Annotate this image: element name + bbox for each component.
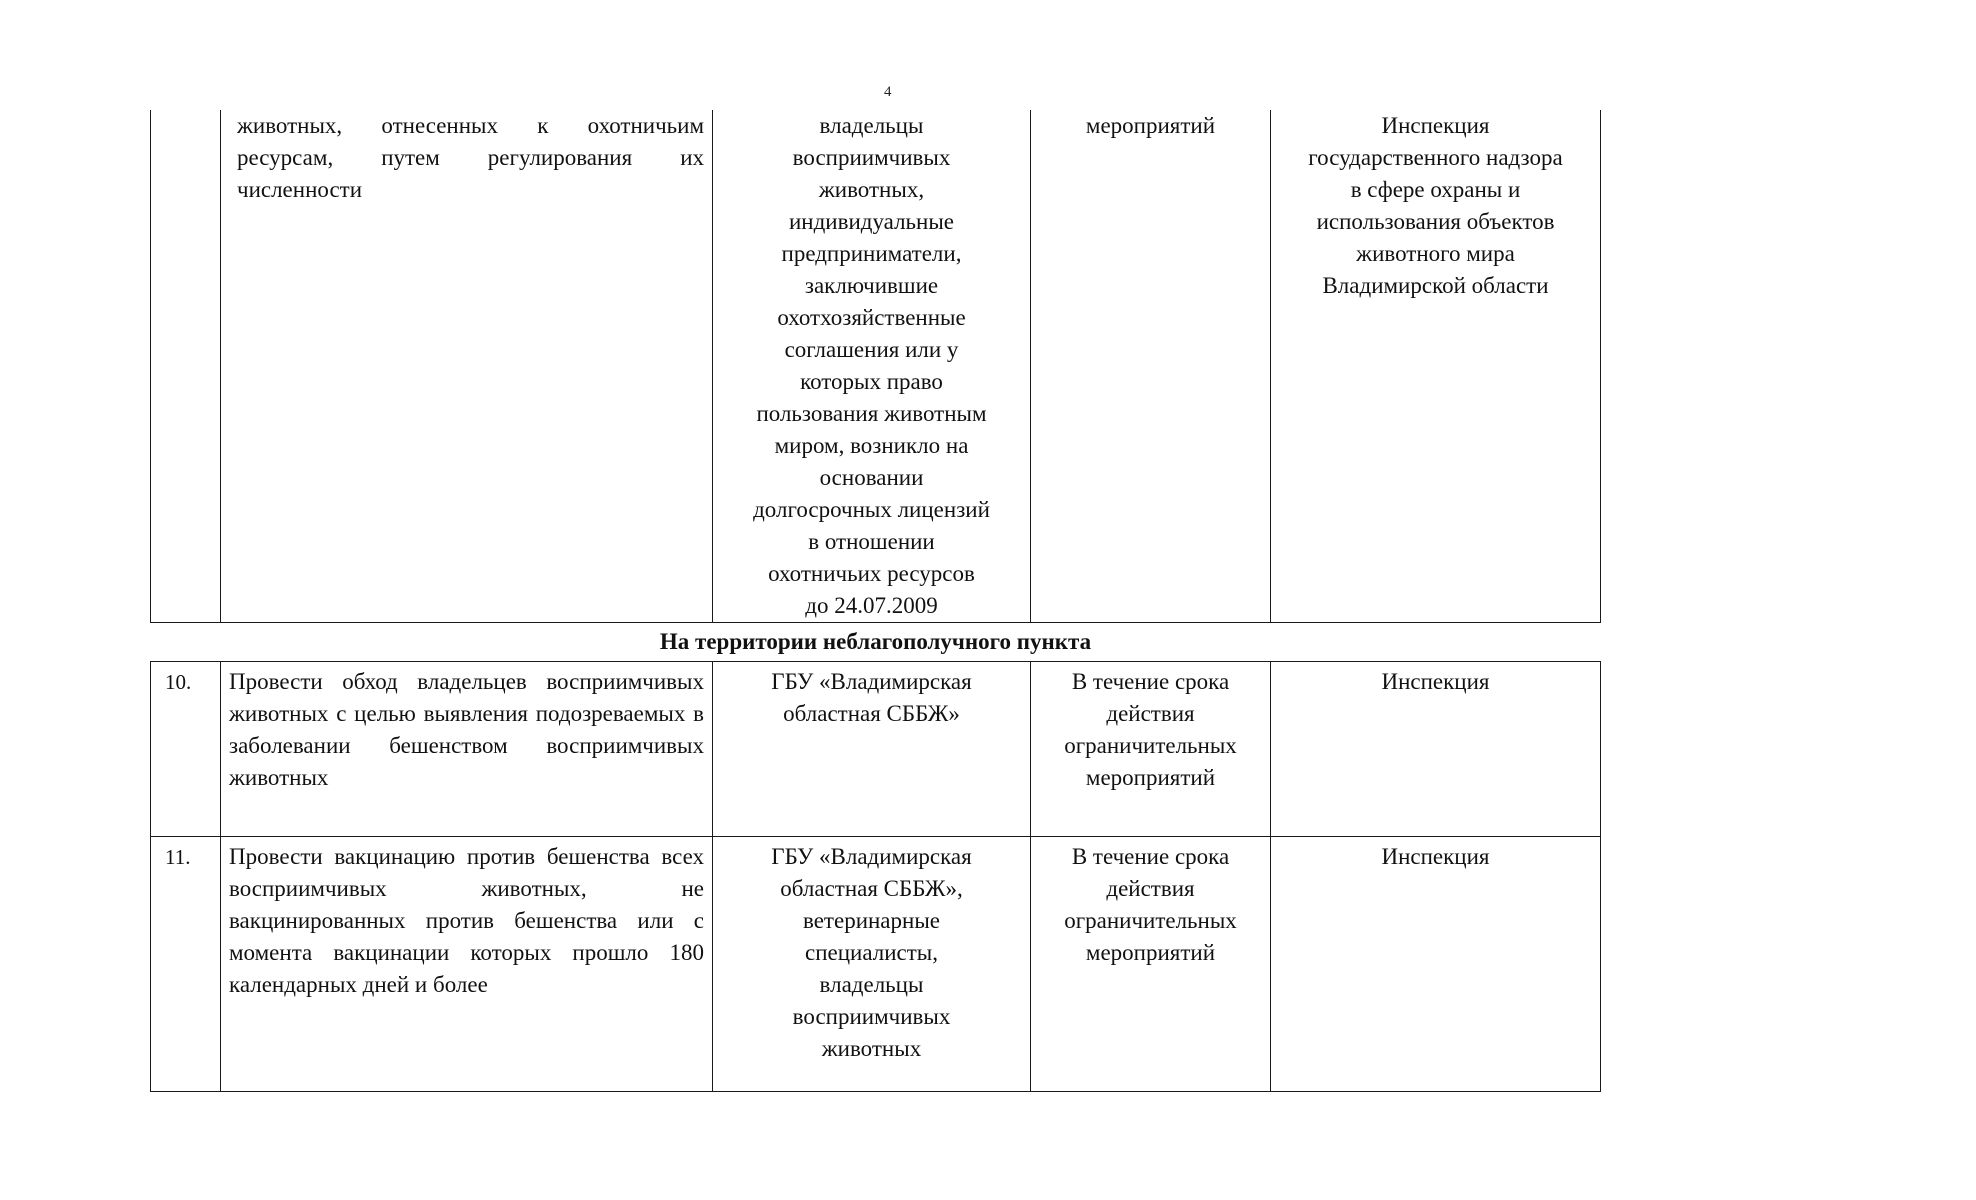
term-line: действия: [1106, 876, 1195, 901]
responsible-line: пользования животным: [756, 401, 987, 426]
term-line: действия: [1106, 701, 1195, 726]
table-row: 10. Провести обход владельцев восприимчи…: [150, 661, 1601, 837]
action-cell: животных, отнесенных к охотничьим ресурс…: [220, 110, 713, 623]
term-line: ограничительных: [1064, 733, 1237, 758]
responsible-line: которых право: [800, 369, 943, 394]
responsible-line: ветеринарные: [803, 908, 940, 933]
responsible-line: областная СББЖ»: [783, 701, 960, 726]
measures-table: животных, отнесенных к охотничьим ресурс…: [150, 110, 1601, 1092]
control-line: животного мира: [1356, 241, 1515, 266]
responsible-line: основании: [819, 465, 924, 490]
responsible-line: восприимчивых: [792, 1004, 951, 1029]
control-line: использования объектов: [1316, 209, 1555, 234]
responsible-line: владельцы: [819, 113, 924, 138]
action-cell: Провести вакцинацию против бешенства все…: [220, 836, 713, 1092]
table-row: 11. Провести вакцинацию против бешенства…: [150, 836, 1601, 1092]
responsible-line: ГБУ «Владимирская: [771, 669, 972, 694]
responsible-line: владельцы: [819, 972, 924, 997]
control-line: Инспекция: [1381, 113, 1490, 138]
responsible-line: до 24.07.2009: [805, 593, 938, 618]
responsible-line: заключившие: [804, 273, 939, 298]
term-line: мероприятий: [1085, 940, 1216, 965]
responsible-line: предприниматели,: [781, 241, 962, 266]
term-line: мероприятий: [1085, 765, 1216, 790]
responsible-line: миром, возникло на: [774, 433, 969, 458]
term-cell: В течение срока действия ограничительных…: [1030, 661, 1271, 837]
row-number: 10.: [150, 661, 221, 837]
responsible-line: животных: [821, 1036, 922, 1061]
control-cell: Инспекция: [1270, 661, 1601, 837]
term-line: В течение срока: [1071, 669, 1230, 694]
section-heading-row: На территории неблагополучного пункта: [150, 622, 1601, 662]
term-line: ограничительных: [1064, 908, 1237, 933]
row-number: 11.: [150, 836, 221, 1092]
control-line: государственного надзора: [1308, 145, 1563, 170]
responsible-line: индивидуальные: [788, 209, 955, 234]
row-number: [150, 110, 221, 623]
responsible-line: охотхозяйственные: [777, 305, 966, 330]
term-cell: В течение срока действия ограничительных…: [1030, 836, 1271, 1092]
control-cell: Инспекция: [1270, 836, 1601, 1092]
responsible-line: животных,: [818, 177, 925, 202]
section-heading: На территории неблагополучного пункта: [150, 622, 1601, 662]
control-line: в сфере охраны и: [1350, 177, 1521, 202]
table-row: животных, отнесенных к охотничьим ресурс…: [150, 110, 1601, 623]
responsible-line: долгосрочных лицензий: [753, 497, 990, 522]
responsible-line: в отношении: [808, 529, 935, 554]
responsible-line: ГБУ «Владимирская: [771, 844, 972, 869]
responsible-cell: ГБУ «Владимирская областная СББЖ», ветер…: [712, 836, 1031, 1092]
responsible-line: восприимчивых: [792, 145, 951, 170]
control-line: Владимирской области: [1322, 273, 1549, 298]
action-cell: Провести обход владельцев восприимчивых …: [220, 661, 713, 837]
responsible-line: соглашения или у: [784, 337, 959, 362]
term-cell: мероприятий: [1030, 110, 1271, 623]
responsible-cell: владельцы восприимчивых животных, индиви…: [712, 110, 1031, 623]
page-number: 4: [884, 84, 892, 100]
term-line: В течение срока: [1071, 844, 1230, 869]
control-cell: Инспекция государственного надзора в сфе…: [1270, 110, 1601, 623]
responsible-cell: ГБУ «Владимирская областная СББЖ»: [712, 661, 1031, 837]
responsible-line: областная СББЖ»,: [780, 876, 963, 901]
responsible-line: специалисты,: [804, 940, 938, 965]
responsible-line: охотничьих ресурсов: [768, 561, 975, 586]
